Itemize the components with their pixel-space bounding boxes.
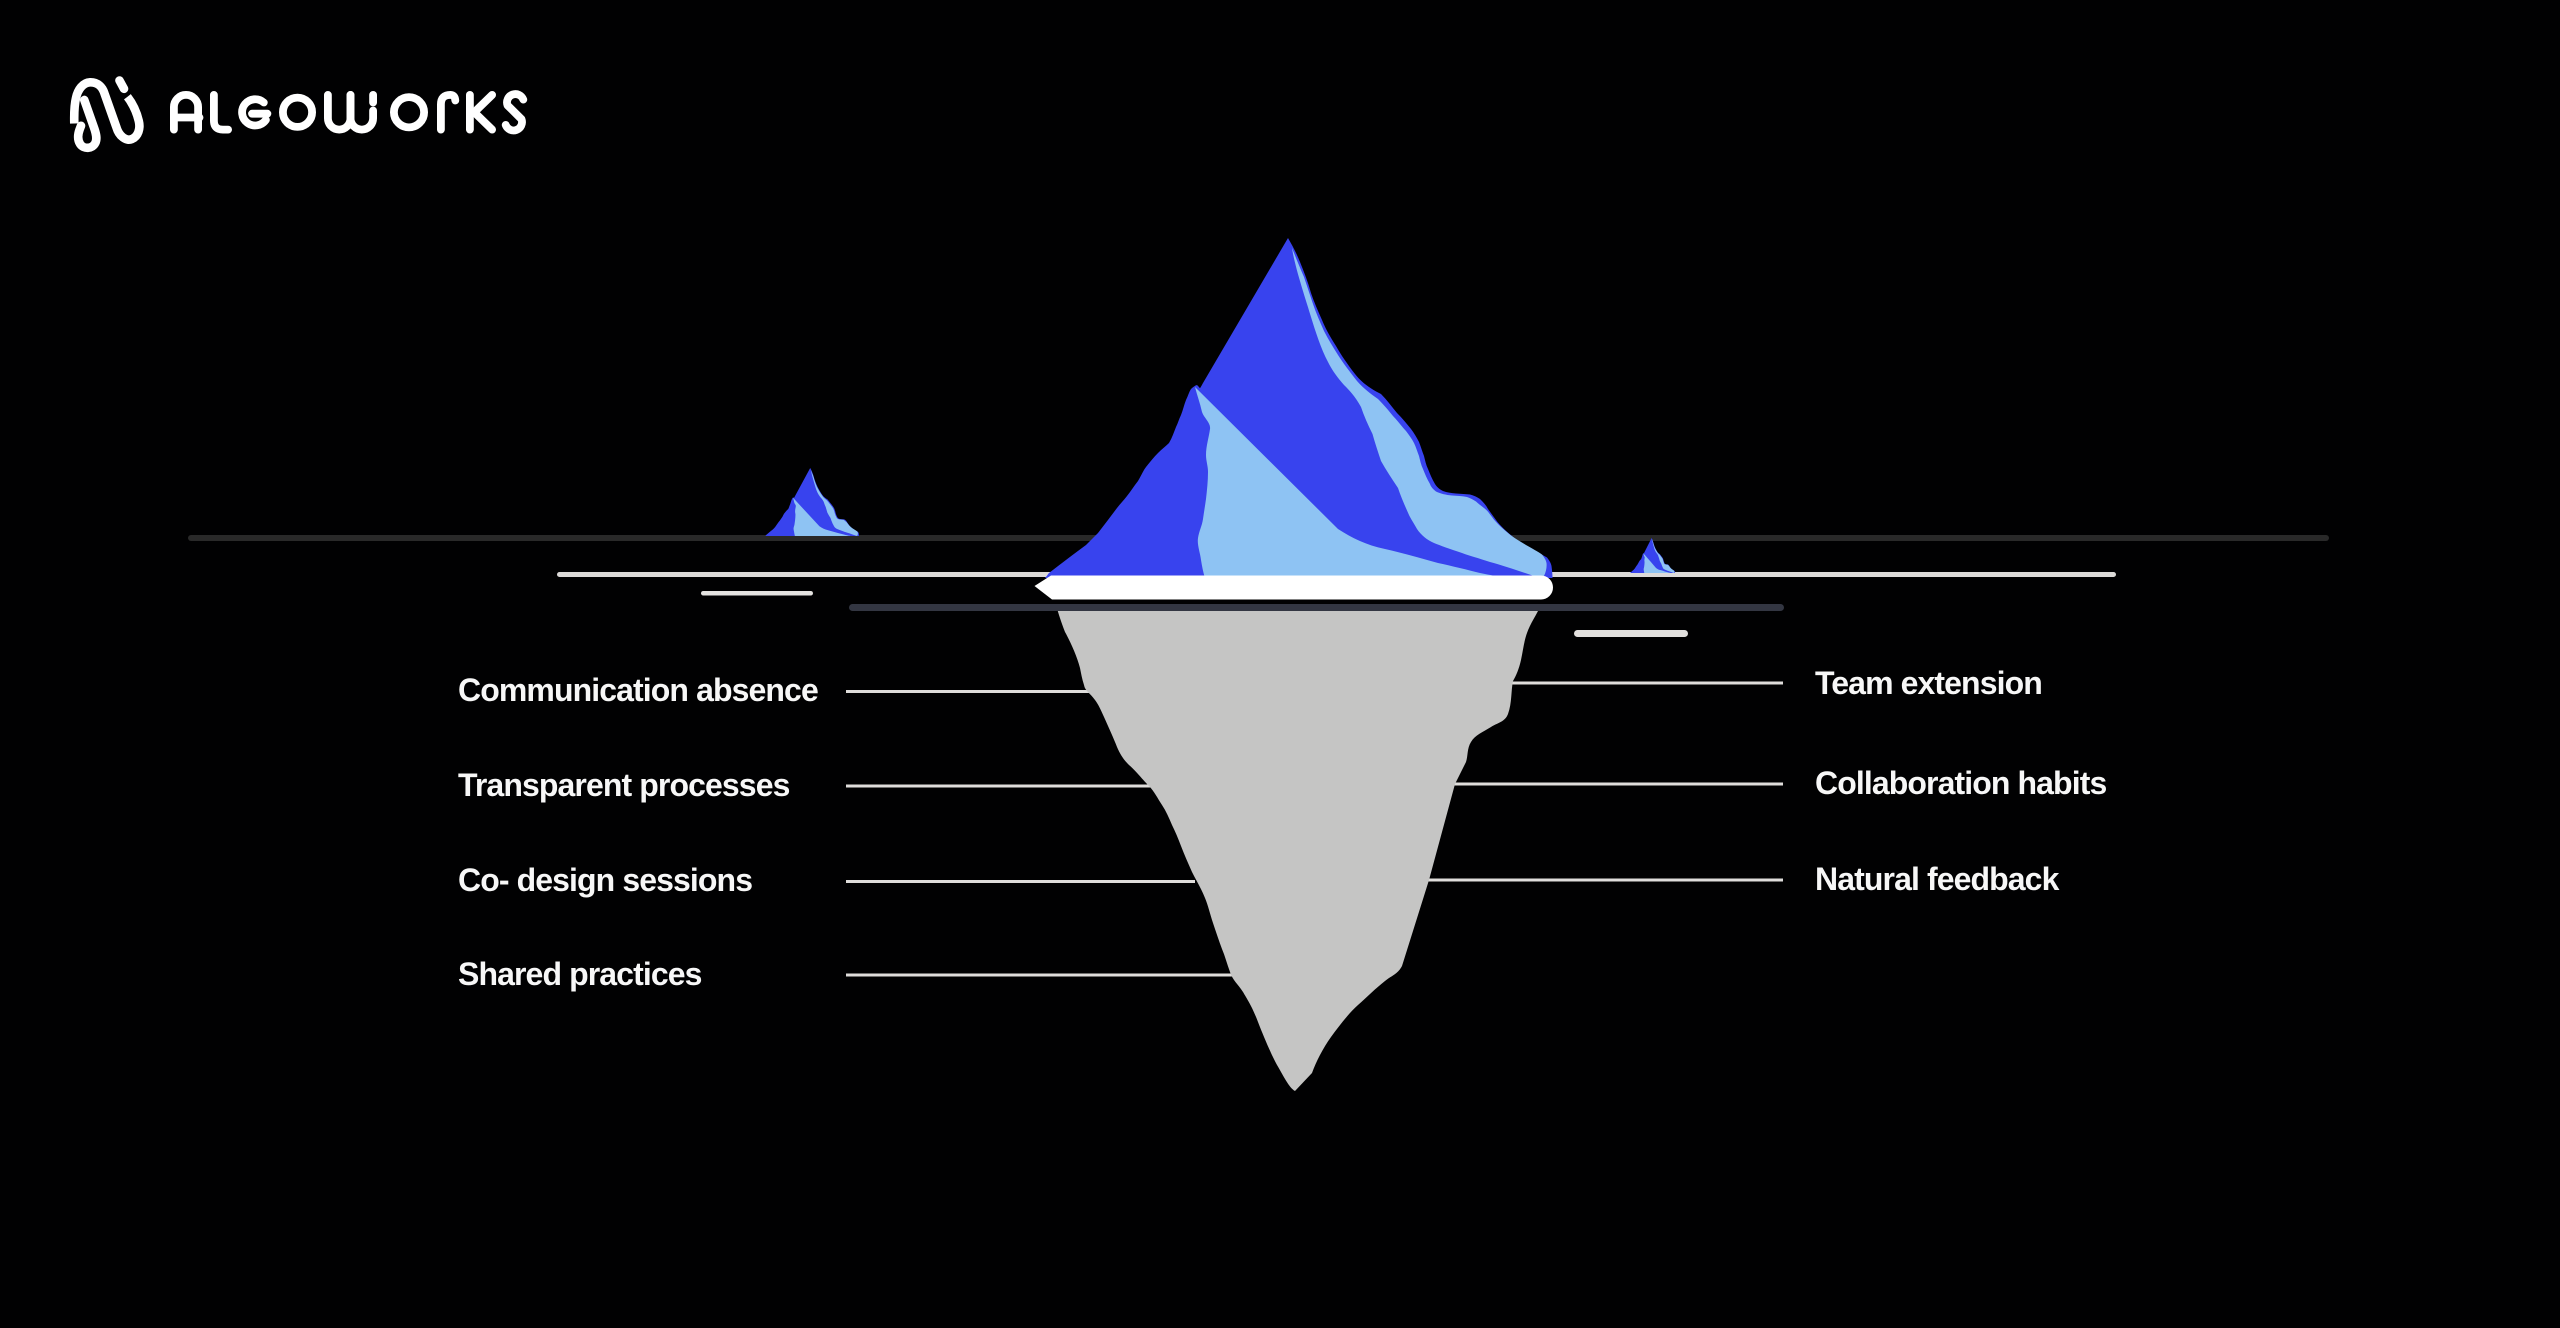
svg-text:Collaboration habits: Collaboration habits — [1815, 765, 2106, 801]
svg-text:Communication absence: Communication absence — [458, 672, 818, 708]
svg-text:Natural feedback: Natural feedback — [1815, 861, 2060, 897]
svg-text:Team extension: Team extension — [1815, 665, 2042, 701]
svg-text:Shared practices: Shared practices — [458, 956, 702, 992]
svg-text:Co- design sessions: Co- design sessions — [458, 862, 752, 898]
svg-text:Transparent processes: Transparent processes — [458, 767, 790, 803]
